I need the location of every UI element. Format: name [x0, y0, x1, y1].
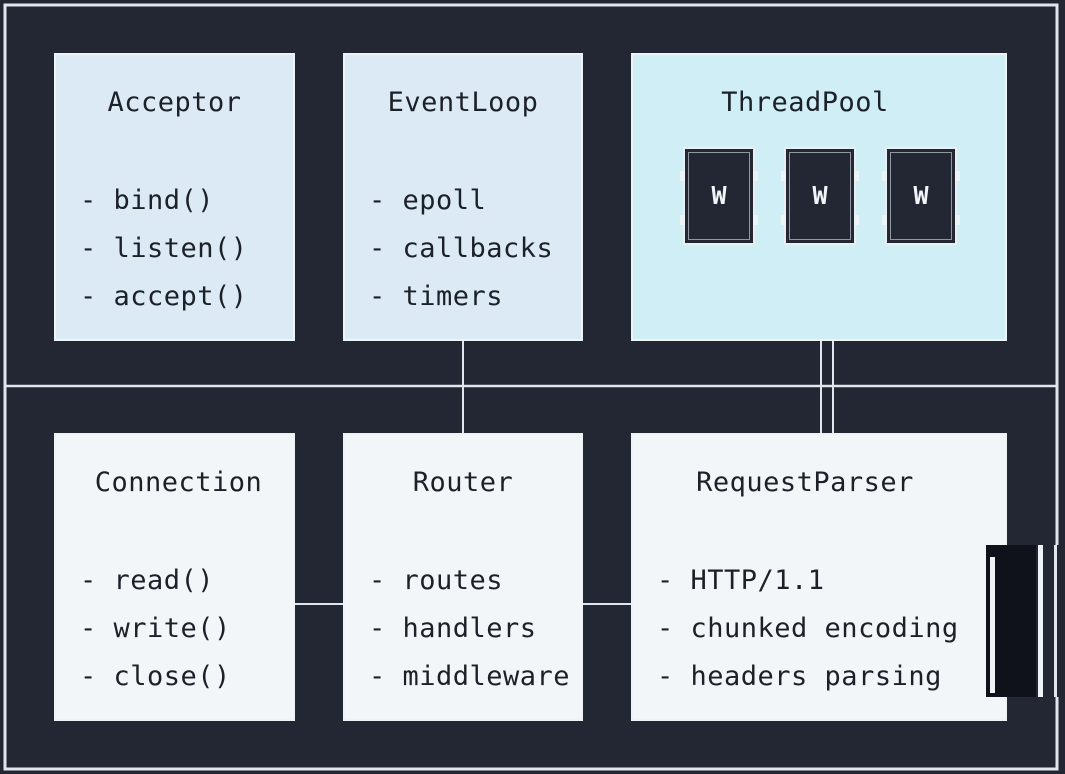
- worker-tick: [882, 171, 887, 181]
- router-title: Router: [412, 467, 514, 498]
- side-bracket-icon: [986, 545, 1064, 697]
- connection-item: - close(): [80, 661, 231, 692]
- worker-label: W: [711, 181, 727, 210]
- eventloop-item: - epoll: [369, 185, 487, 216]
- router-items: - routes - handlers - middleware: [369, 557, 570, 701]
- worker-tick: [955, 215, 960, 225]
- router-item: - middleware: [369, 661, 571, 692]
- requestparser-item: - headers parsing: [657, 661, 942, 692]
- worker-thread: W: [680, 147, 758, 245]
- eventloop-items: - epoll - callbacks - timers: [369, 177, 553, 321]
- connection-box: Connection - read() - write() - close(): [54, 433, 295, 721]
- worker-tick: [854, 215, 859, 225]
- worker-tick: [781, 171, 786, 181]
- threadpool-title: ThreadPool: [721, 87, 889, 118]
- connection-item: - read(): [80, 565, 215, 596]
- router-box: Router - routes - handlers - middleware: [343, 433, 583, 721]
- worker-tick: [753, 215, 758, 225]
- worker-tick: [955, 171, 960, 181]
- requestparser-items: - HTTP/1.1 - chunked encoding - headers …: [657, 557, 959, 701]
- requestparser-box: RequestParser - HTTP/1.1 - chunked encod…: [631, 433, 1007, 721]
- worker-tick: [753, 171, 758, 181]
- worker-tick: [882, 215, 887, 225]
- worker-thread: W: [882, 147, 960, 245]
- threadpool-box: ThreadPool W W W: [631, 53, 1007, 341]
- worker-label: W: [913, 181, 929, 210]
- worker-tick: [680, 215, 685, 225]
- acceptor-title: Acceptor: [107, 87, 242, 118]
- connection-item: - write(): [80, 613, 231, 644]
- connection-title: Connection: [94, 467, 263, 498]
- worker-tick: [854, 171, 859, 181]
- requestparser-item: - HTTP/1.1: [657, 565, 825, 596]
- connection-items: - read() - write() - close(): [80, 557, 231, 701]
- acceptor-item: - listen(): [80, 233, 248, 264]
- worker-tick: [680, 171, 685, 181]
- worker-label: W: [812, 181, 828, 210]
- acceptor-item: - accept(): [80, 281, 248, 312]
- worker-tick: [781, 215, 786, 225]
- requestparser-item: - chunked encoding: [657, 613, 959, 644]
- acceptor-item: - bind(): [80, 185, 215, 216]
- eventloop-box: EventLoop - epoll - callbacks - timers: [343, 53, 583, 341]
- eventloop-item: - callbacks: [369, 233, 554, 264]
- router-item: - handlers: [369, 613, 537, 644]
- eventloop-item: - timers: [369, 281, 504, 312]
- requestparser-title: RequestParser: [696, 467, 914, 498]
- worker-thread: W: [781, 147, 859, 245]
- router-item: - routes: [369, 565, 504, 596]
- eventloop-title: EventLoop: [387, 87, 539, 118]
- acceptor-box: Acceptor - bind() - listen() - accept(): [54, 53, 295, 341]
- acceptor-items: - bind() - listen() - accept(): [80, 177, 248, 321]
